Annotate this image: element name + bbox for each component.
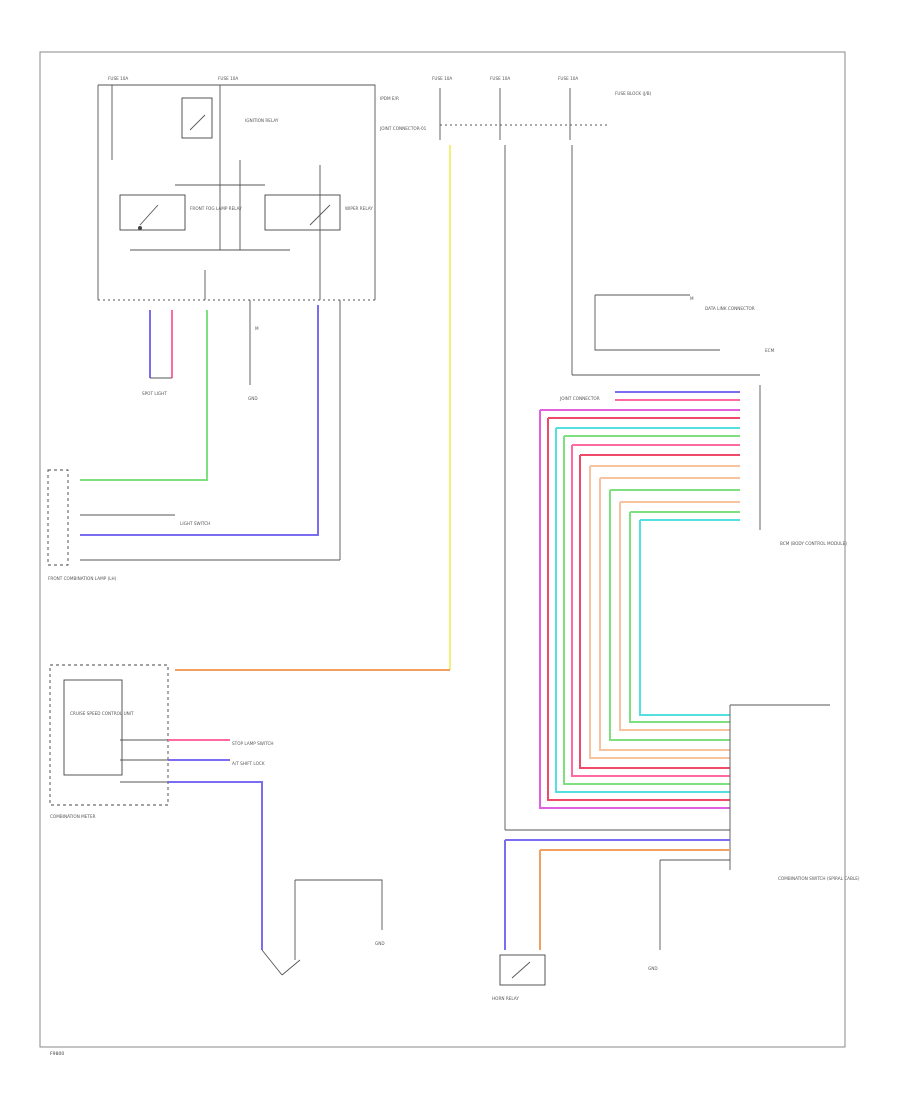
relay-a-contact-icon [138, 226, 142, 230]
fuse-right-2-label: FUSE 10A [490, 76, 510, 81]
data-link-label: DATA LINK CONNECTOR [705, 306, 755, 311]
combination-switch-label: FRONT COMBINATION LAMP (LH) [48, 576, 117, 581]
bcm-bottom-connector: COMBINATION SWITCH (SPIRAL CABLE) [729, 704, 860, 881]
combination-meter: CRUISE SPEED CONTROL UNIT COMBINATION ME… [49, 664, 274, 950]
horn-relay: HORN RELAY [492, 954, 546, 1001]
ground-3-label: GND [648, 966, 658, 971]
fuse-right-1-label: FUSE 10A [432, 76, 452, 81]
light-switch-label: LIGHT SWITCH [180, 521, 210, 526]
relay-drops: M GND [204, 270, 341, 560]
relay-a-label: FRONT FOG LAMP RELAY [190, 206, 242, 211]
footer-code: F9800 [50, 1051, 64, 1057]
horn-label: HORN RELAY [492, 996, 519, 1001]
wires-left-pair: SPOT LIGHT [142, 310, 173, 396]
bus-wires [539, 391, 740, 809]
connector-mid-label: JOINT CONNECTOR [559, 396, 600, 401]
bcm-top-label: BCM (BODY CONTROL MODULE) [780, 541, 847, 546]
ground-2-label: GND [375, 941, 385, 946]
diagram-frame [39, 51, 846, 1048]
ground-1-label: GND [248, 396, 258, 401]
bcm-top-connector: BCM (BODY CONTROL MODULE) JOINT CONNECTO… [559, 385, 847, 546]
fuse-block-right-label: FUSE BLOCK (J/B) [615, 91, 652, 96]
fuse-top-left-label: FUSE 10A [108, 76, 128, 81]
ecm-right-label: A/T SHIFT LOCK [232, 761, 265, 766]
ecm-left-label: ECM [765, 348, 775, 353]
combination-meter-label: COMBINATION METER [50, 814, 96, 819]
bottom-left-switch: GND [261, 879, 385, 976]
stop-lamp-label: STOP LAMP SWITCH [232, 741, 274, 746]
meter-inner-label: CRUISE SPEED CONTROL UNIT [70, 711, 134, 716]
joint-top-label: JOINT CONNECTOR-01 [379, 126, 427, 131]
wire-yellow-orange [175, 145, 451, 671]
svg-text:M: M [255, 326, 259, 331]
relay-b-label: WIPER RELAY [345, 206, 373, 211]
fuse-block-right: FUSE 10A FUSE 10A FUSE 10A FUSE BLOCK (J… [432, 76, 652, 140]
combination-switch-top-label: SPOT LIGHT [142, 391, 167, 396]
relay-main-label: IGNITION RELAY [245, 118, 279, 123]
wires-to-front-lamp: FRONT COMBINATION LAMP (LH) LIGHT SWITCH [47, 305, 340, 581]
svg-text:M: M [690, 296, 694, 301]
data-link-box: M DATA LINK CONNECTOR ECM [594, 294, 775, 353]
ipdm-block: FUSE 10A FUSE 10A IGNITION RELAY FRONT F… [97, 76, 427, 301]
lower-wires: GND [504, 829, 730, 971]
fuse-top-mid-label: FUSE 10A [218, 76, 238, 81]
fuse-right-3-label: FUSE 10A [558, 76, 578, 81]
ipdm-label: IPDM E/R [380, 96, 399, 101]
bcm-bottom-label: COMBINATION SWITCH (SPIRAL CABLE) [778, 876, 860, 881]
